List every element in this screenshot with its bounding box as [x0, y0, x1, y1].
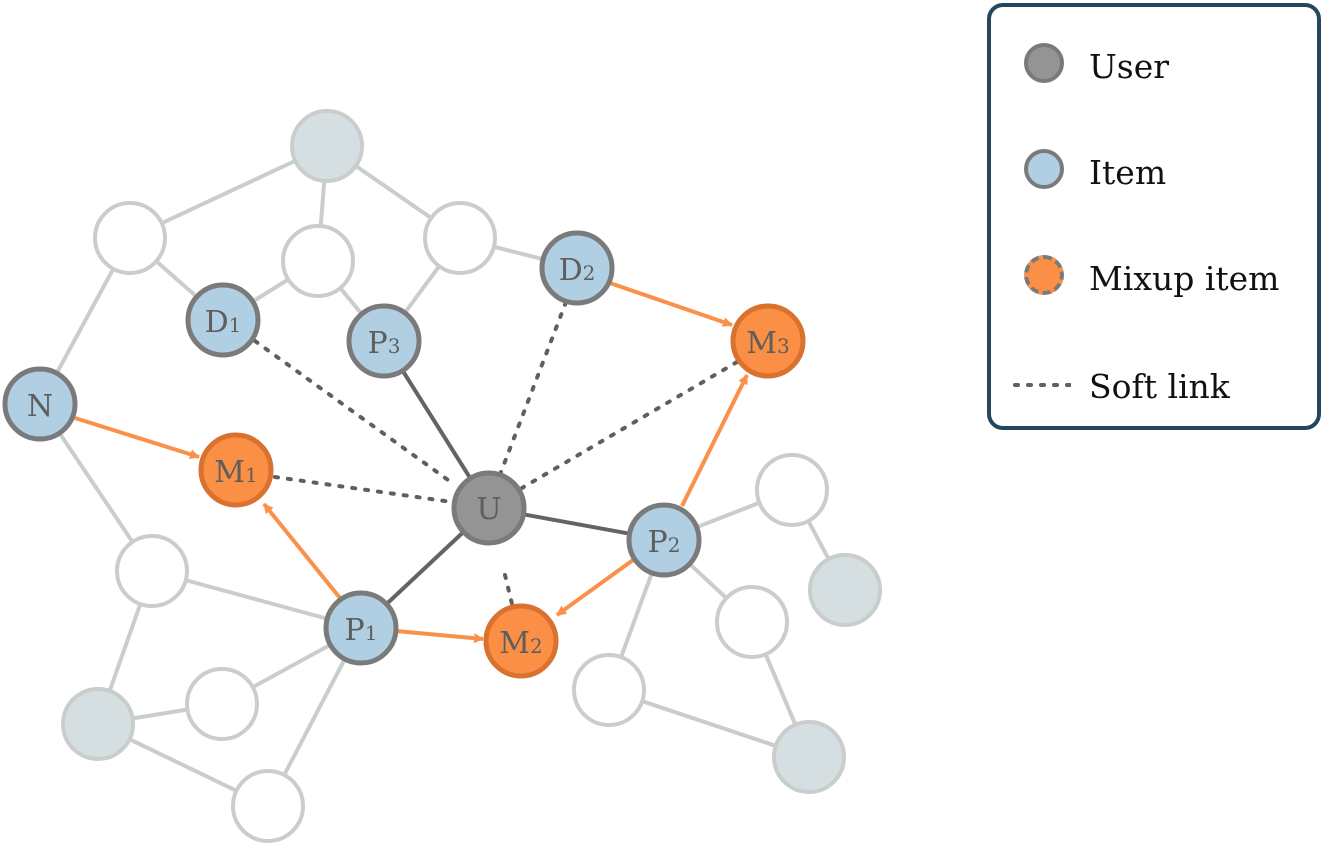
bg-node	[185, 667, 259, 741]
node-d1: D1	[185, 282, 261, 358]
bg-node	[231, 769, 305, 843]
node-m2-label: M2	[499, 626, 542, 661]
node-m1: M1	[198, 432, 274, 508]
legend: User Item Mixup item Soft link	[987, 3, 1321, 430]
node-p2: P2	[626, 502, 702, 578]
bg-node	[572, 653, 646, 727]
bg-node	[115, 534, 189, 608]
node-m2: M2	[483, 603, 559, 679]
legend-item-label: Item	[1089, 152, 1167, 192]
item-swatch-icon	[991, 149, 1071, 195]
bg-node	[755, 453, 829, 527]
node-p1: P1	[323, 590, 399, 666]
legend-mixup-label: Mixup item	[1089, 258, 1280, 298]
legend-row-user: User	[991, 43, 1169, 89]
soft-link-swatch-icon	[991, 363, 1073, 409]
legend-user-label: User	[1089, 46, 1170, 86]
node-p3-label: P3	[368, 326, 401, 361]
node-n: N	[2, 366, 78, 442]
legend-row-item: Item	[991, 149, 1166, 195]
node-d1-label: D1	[205, 305, 242, 340]
node-n-label: N	[27, 389, 53, 424]
legend-row-soft-link: Soft link	[991, 363, 1230, 409]
node-p2-label: P2	[648, 525, 681, 560]
soft-links	[253, 300, 739, 606]
node-u: U	[451, 470, 527, 546]
background-nodes	[61, 109, 882, 843]
user-swatch-icon	[991, 43, 1071, 89]
legend-soft-link-label: Soft link	[1089, 366, 1230, 406]
bg-node	[281, 224, 355, 298]
bg-node	[290, 109, 364, 183]
node-u-label: U	[476, 492, 501, 527]
mixup-arrows	[74, 281, 749, 644]
bg-node	[772, 720, 846, 794]
bg-node	[808, 553, 882, 627]
graph-diagram: U P1 P2 P3 D1 D2 N M1 M2 M3	[2, 109, 882, 843]
node-m1-label: M1	[214, 455, 257, 490]
legend-row-mixup: Mixup item	[991, 255, 1279, 301]
node-m3-label: M3	[746, 326, 789, 361]
node-m3: M3	[730, 303, 806, 379]
node-p3: P3	[346, 303, 422, 379]
bg-node	[61, 687, 135, 761]
node-d2: D2	[539, 230, 615, 306]
bg-node	[715, 585, 789, 659]
node-p1-label: P1	[345, 613, 378, 648]
mixup-swatch-icon	[991, 255, 1071, 301]
bg-node	[423, 201, 497, 275]
bg-node	[93, 201, 167, 275]
node-d2-label: D2	[559, 253, 596, 288]
